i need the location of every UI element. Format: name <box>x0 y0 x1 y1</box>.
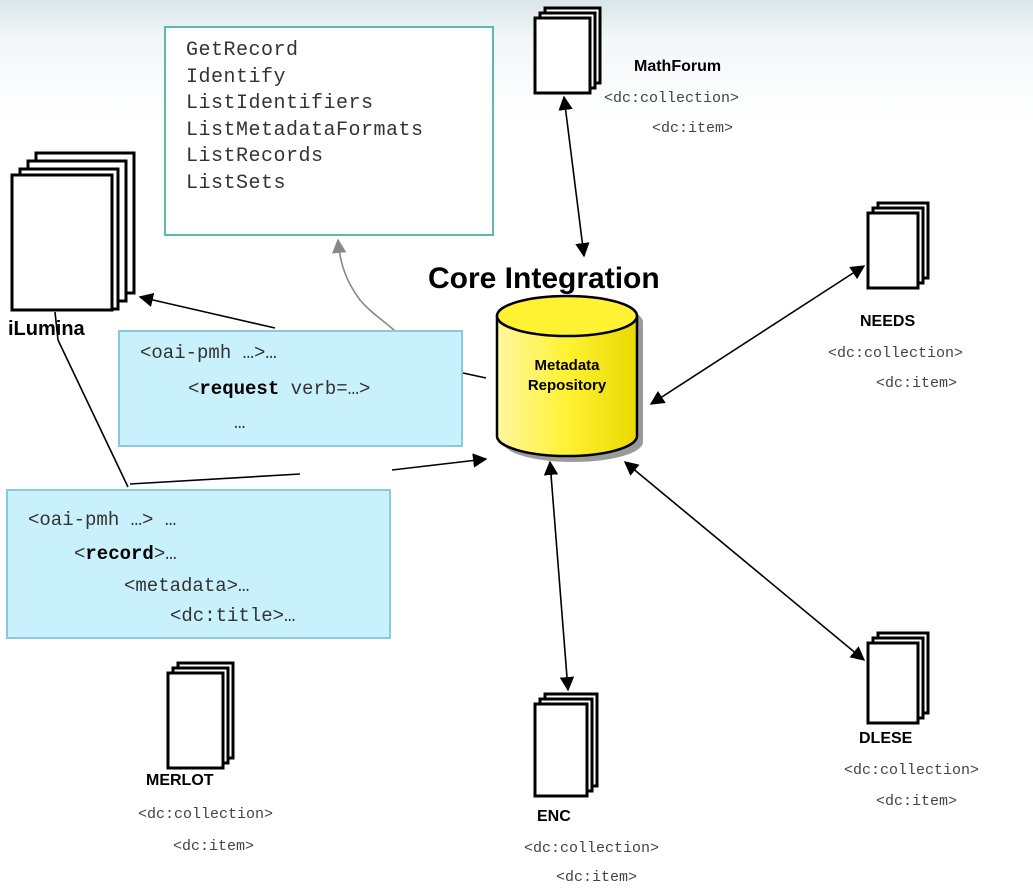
needs-label: NEEDS <box>860 313 916 330</box>
edge-needs <box>649 265 866 405</box>
request-keyword: request <box>199 378 280 400</box>
merlot-item: <dc:item> <box>173 838 255 855</box>
dlese-collection: <dc:collection> <box>844 762 980 779</box>
repository-label-line1: Metadata <box>534 357 600 374</box>
ilumina-label: iLumina <box>8 318 85 340</box>
merlot-document-icon <box>166 661 235 770</box>
mathforum-document-icon <box>533 6 602 95</box>
enc-label: ENC <box>537 808 571 825</box>
edge-request-left <box>138 292 276 329</box>
enc-item: <dc:item> <box>556 869 638 886</box>
record-line-1: <oai-pmh …> … <box>28 509 177 531</box>
edge-ilumina-diagonal <box>57 339 129 488</box>
needs-collection: <dc:collection> <box>828 345 964 362</box>
request-box: <oai-pmh …>… <request verb=…> … <box>118 330 463 447</box>
core-integration-title: Core Integration <box>428 262 660 295</box>
edge-request-right <box>462 372 487 379</box>
edge-ilumina-short <box>54 311 59 341</box>
merlot-collection: <dc:collection> <box>138 806 274 823</box>
request-line-2: <request verb=…> <box>188 378 370 400</box>
request-line-2-open: < <box>188 378 200 400</box>
oai-verbs-box: GetRecord Identify ListIdentifiers ListM… <box>164 26 494 236</box>
enc-collection: <dc:collection> <box>524 840 660 857</box>
needs-item: <dc:item> <box>876 375 958 392</box>
mathforum-collection: <dc:collection> <box>604 90 740 107</box>
verbs-list: GetRecord Identify ListIdentifiers ListM… <box>166 28 492 197</box>
dlese-label: DLESE <box>859 730 913 747</box>
record-line-4: <dc:title>… <box>170 605 296 627</box>
edge-enc <box>543 460 575 692</box>
mathforum-label: MathForum <box>634 58 722 75</box>
enc-document-icon <box>533 692 599 798</box>
verb-item: ListRecords <box>186 145 324 168</box>
record-box: <oai-pmh …> … <record>… <metadata>… <dc:… <box>6 489 391 639</box>
record-line-2: <record>… <box>74 543 177 565</box>
edge-mathforum <box>558 95 590 258</box>
verb-item: Identify <box>186 65 287 89</box>
record-line-2-rest: >… <box>153 543 177 565</box>
record-line-2-open: < <box>74 543 86 565</box>
record-keyword: record <box>85 543 154 565</box>
dlese-item: <dc:item> <box>876 793 958 810</box>
needs-document-icon <box>866 201 930 290</box>
verb-item: GetRecord <box>186 39 299 62</box>
repository-label-line2: Repository <box>527 377 607 394</box>
edge-dlese <box>623 461 866 661</box>
ilumina-document-icon <box>10 151 136 312</box>
edge-record <box>391 453 488 471</box>
verb-item: ListSets <box>186 171 287 195</box>
repository-label: Metadata Repository <box>496 356 638 396</box>
request-line-3: … <box>234 412 246 434</box>
edge-record-left <box>129 473 301 485</box>
record-line-3: <metadata>… <box>124 575 250 597</box>
mathforum-item: <dc:item> <box>652 120 734 137</box>
request-line-1: <oai-pmh …>… <box>140 342 277 364</box>
metadata-repository-cylinder <box>495 294 643 462</box>
merlot-label: MERLOT <box>146 772 214 789</box>
verb-item: ListIdentifiers <box>186 92 374 115</box>
dlese-document-icon <box>866 631 930 725</box>
verb-item: ListMetadataFormats <box>186 118 424 142</box>
request-line-2-rest: verb=…> <box>279 378 371 400</box>
